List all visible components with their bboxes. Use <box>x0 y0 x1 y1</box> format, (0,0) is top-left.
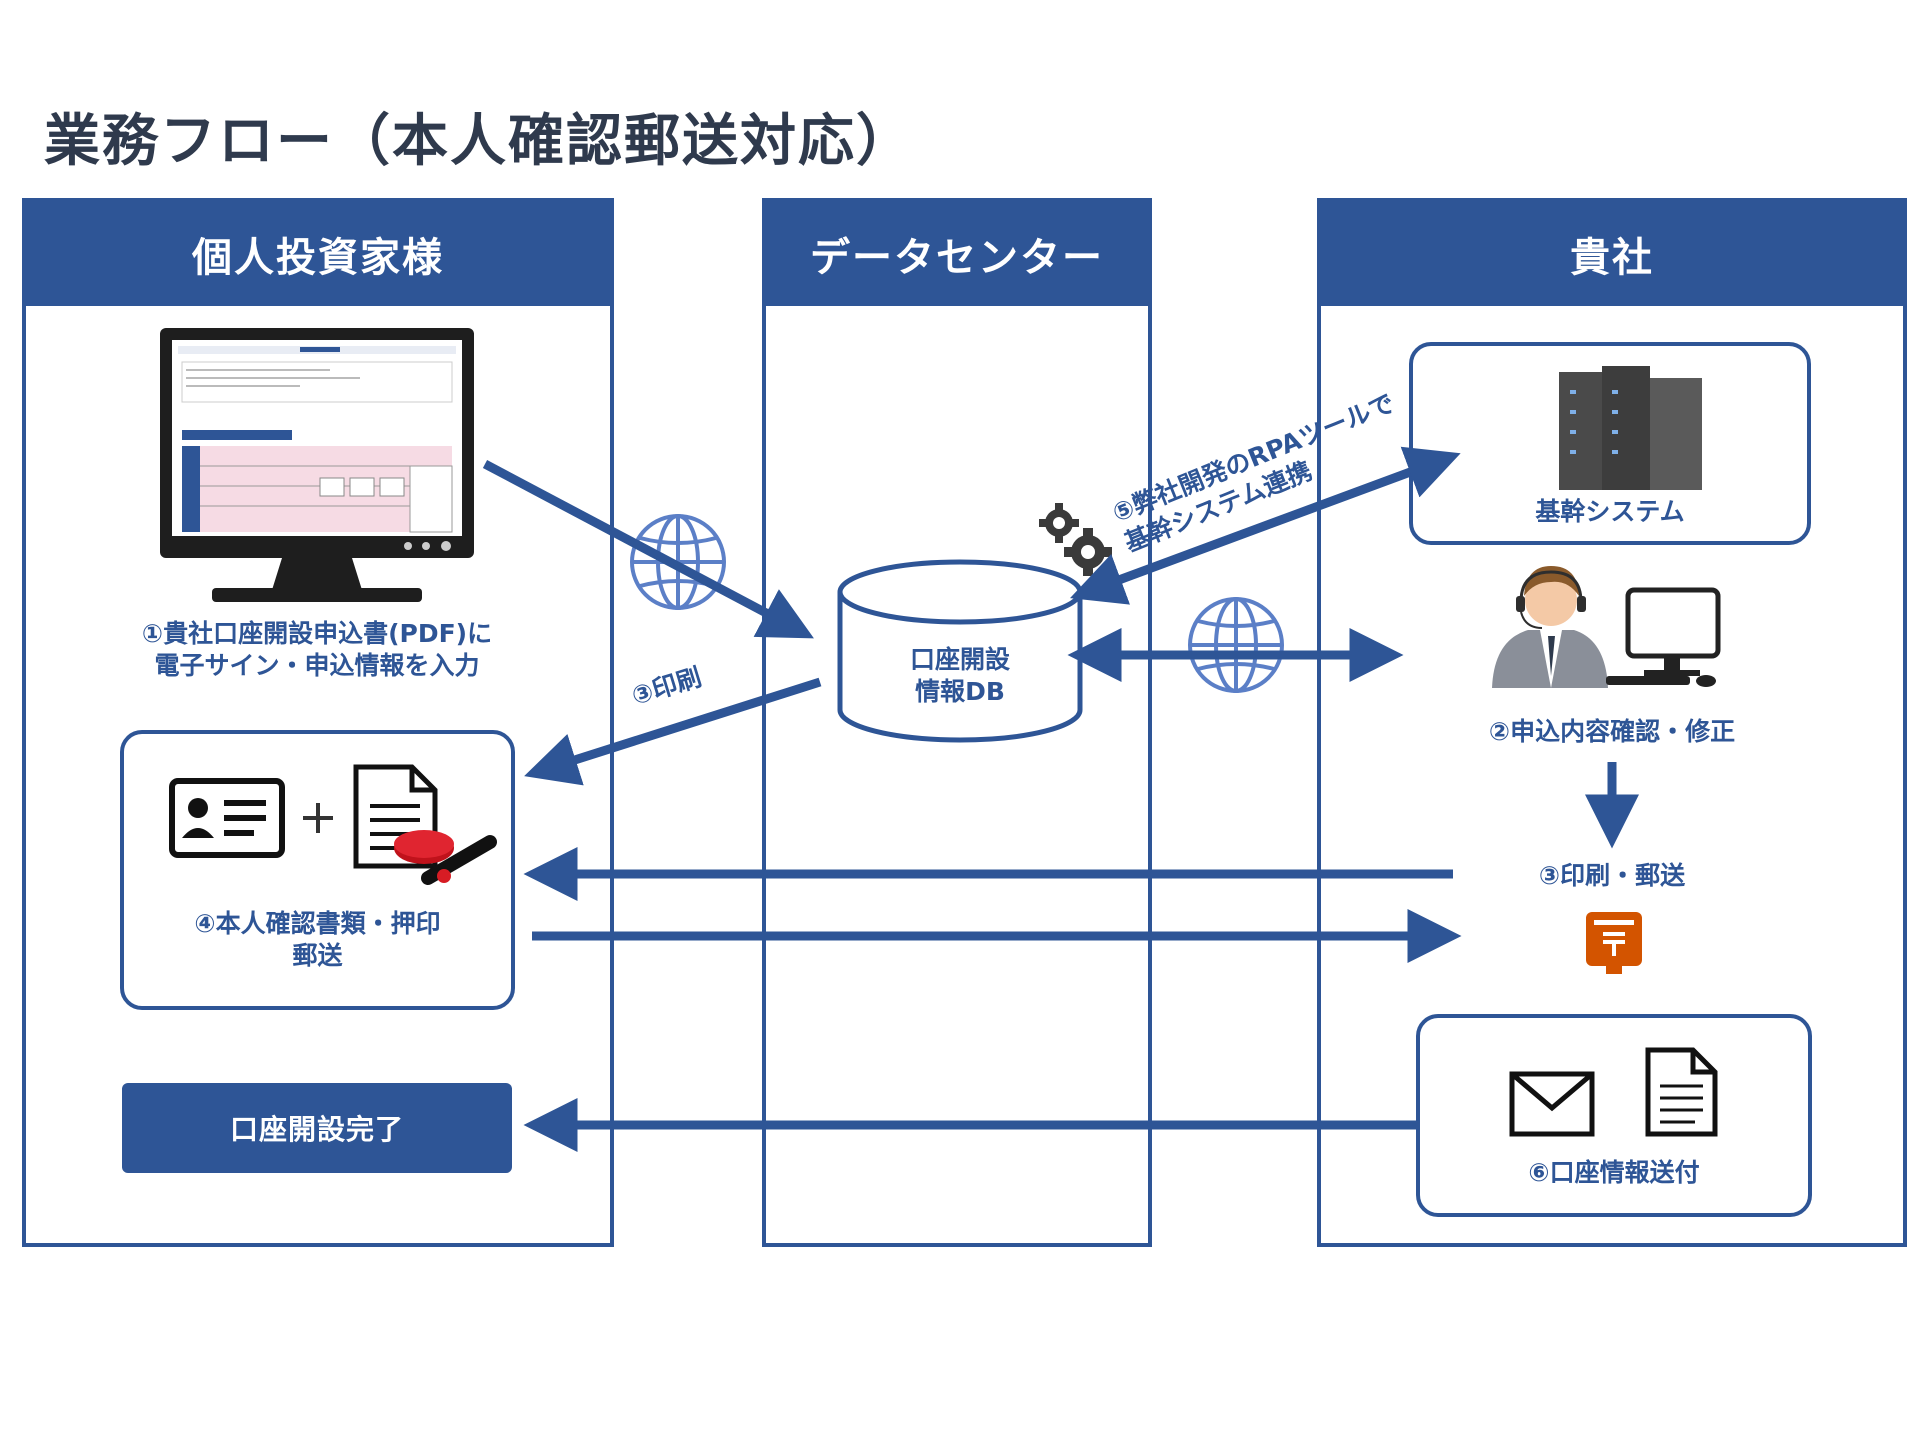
envelope-icon <box>1509 1071 1595 1137</box>
page-title: 業務フロー（本人確認郵送対応） <box>44 109 914 174</box>
gears-icon <box>1039 503 1112 576</box>
globe-icon <box>1188 597 1284 693</box>
db-line1: 口座開設 <box>909 645 1010 674</box>
step4-line1: ④本人確認書類・押印 <box>194 909 441 938</box>
stamp-icon <box>394 830 497 885</box>
operator-icon <box>1492 566 1608 688</box>
lane-company-header: 貴社 <box>1321 202 1903 306</box>
id-card-icon <box>169 778 285 858</box>
database-icon <box>837 559 1083 743</box>
monitor-icon <box>160 328 474 602</box>
arrow-rpa-link <box>1070 446 1461 605</box>
arrow-step1-to-db <box>482 460 814 639</box>
step2-label: ②申込内容確認・修正 <box>1488 717 1736 746</box>
db-line2: 情報DB <box>915 677 1005 706</box>
step6-label: ⑥口座情報送付 <box>1528 1158 1700 1187</box>
step1-line2: 電子サイン・申込情報を入力 <box>154 651 480 680</box>
document-icon <box>1645 1047 1718 1137</box>
step3-company-label: ③印刷・郵送 <box>1538 861 1686 890</box>
computer-icon <box>1606 587 1721 687</box>
lane-datacenter-header: データセンター <box>766 202 1148 306</box>
step1-line1: ①貴社口座開設申込書(PDF)に <box>141 619 493 648</box>
db-label: 口座開設 情報DB <box>880 644 1040 708</box>
step4-line2: 郵送 <box>292 941 343 970</box>
account-opened-button: 口座開設完了 <box>122 1083 512 1173</box>
postbox-icon <box>1586 912 1642 974</box>
core-system-label: 基幹システム <box>1535 497 1685 526</box>
step4-label: ④本人確認書類・押印 郵送 <box>120 908 515 972</box>
step1-label: ①貴社口座開設申込書(PDF)に 電子サイン・申込情報を入力 <box>112 618 522 682</box>
plus-icon <box>303 803 333 833</box>
server-icon <box>1559 366 1702 490</box>
arrow-db-to-step4 <box>524 677 822 786</box>
step6-box <box>1416 1014 1812 1217</box>
lane-investor-header: 個人投資家様 <box>26 202 610 306</box>
